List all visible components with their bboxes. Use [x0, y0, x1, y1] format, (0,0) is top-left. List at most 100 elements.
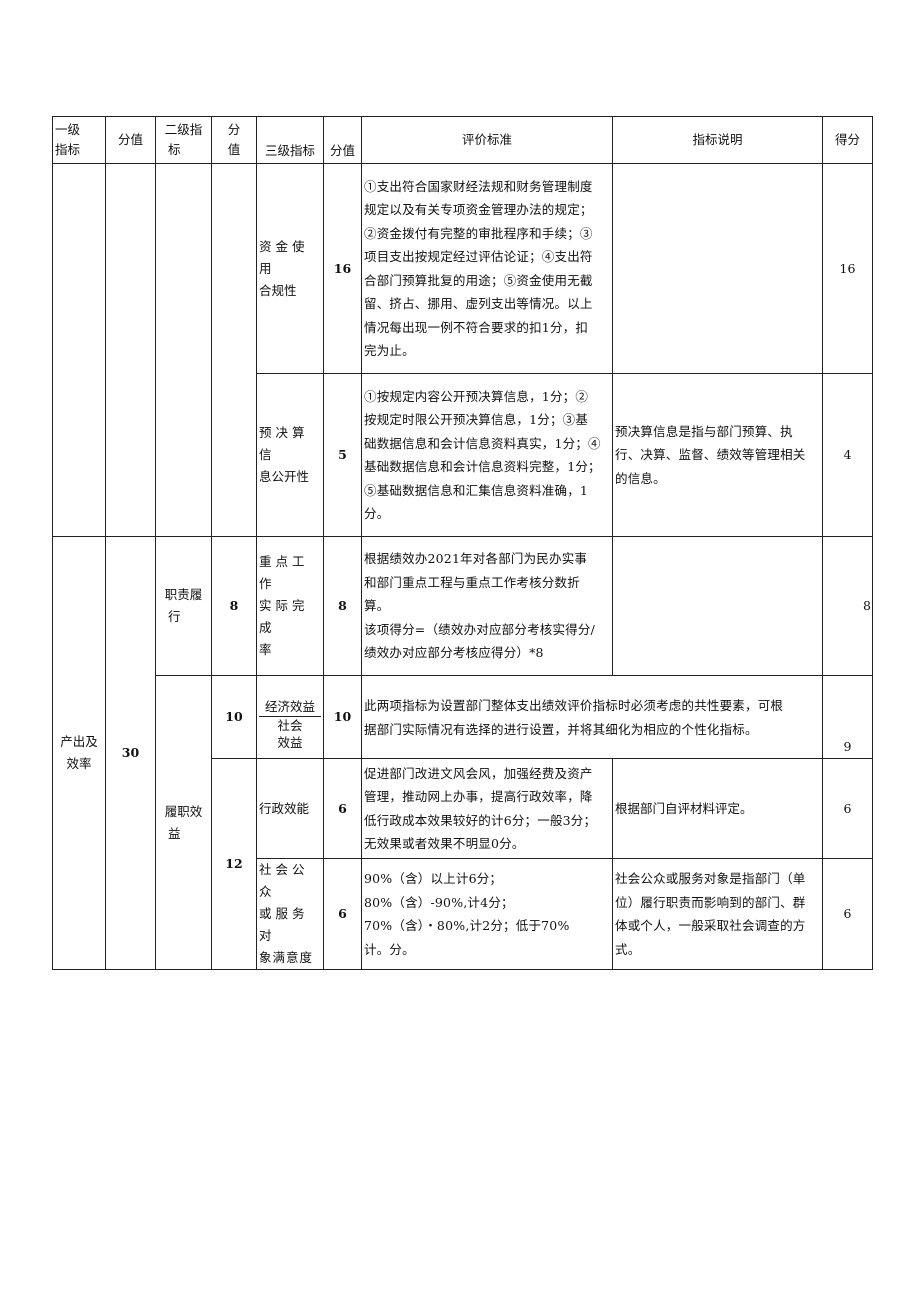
criteria-line: ⑤基础数据信息和汇集信息资料准确，1	[364, 482, 589, 498]
header-explain: 指标说明	[612, 116, 823, 164]
criteria-line: 项目支出按规定经过评估论证；④支出符	[364, 249, 593, 264]
level2-line: 履职效	[164, 803, 203, 819]
criteria-line: 基础数据信息和会计信息资料完整，1分；	[364, 459, 601, 474]
explain-cell: 社会公众或服务对象是指部门（单 位）履行职责而影响到的部门、群 体或个人，一般采…	[612, 858, 823, 970]
result-score: 6	[822, 858, 873, 970]
criteria-line: 促进部门改进文风会风，加强经费及资产	[364, 765, 593, 781]
level3-economic-benefit: 经济效益	[259, 684, 321, 717]
header-level1-line2: 指标	[55, 142, 81, 157]
criteria-line: 础数据信息和会计信息资料真实，1分；④	[364, 435, 601, 451]
header-score2-line1: 分	[227, 122, 241, 137]
score1-empty-cell	[105, 163, 156, 537]
criteria-cell-wide: 此两项指标为设置部门整体支出绩效评价指标时必须考虑的共性要素，可根 据部门实际情…	[361, 675, 823, 759]
header-level2-line2: 标	[168, 142, 181, 157]
level3-key-work-rate: 重点工作 实际完成 率	[256, 536, 324, 676]
criteria-line: 无效果或者效果不明显0分。	[364, 836, 525, 851]
criteria-line: 90%（含）以上计6分；	[364, 871, 503, 886]
criteria-line: 计。分。	[364, 941, 415, 957]
header-criteria: 评价标准	[361, 116, 613, 164]
evaluation-table: 一级 指标 分值 二级指 标 分 值 三级指标 分值 评价标准 指标说明 得分	[52, 116, 873, 970]
criteria-line: 按规定时限公开预决算信息，1分；③基	[364, 412, 589, 427]
level3-line: 社会公众	[259, 862, 309, 899]
explain-line: 位）履行职责而影响到的部门、群	[615, 894, 806, 910]
header-row: 一级 指标 分值 二级指 标 分 值 三级指标 分值 评价标准 指标说明 得分	[52, 116, 873, 164]
level2-duty-performance: 职责履 行	[155, 536, 212, 676]
header-result: 得分	[822, 116, 873, 164]
result-score: 4	[822, 373, 873, 537]
header-level1: 一级 指标	[52, 116, 106, 164]
level1-empty-cell	[52, 163, 106, 537]
level2-line: 行	[168, 609, 181, 624]
level2-performance-benefit: 履职效 益	[155, 675, 212, 970]
criteria-line: ①按规定内容公开预决算信息，1分；②	[364, 388, 589, 404]
level2-line: 益	[168, 825, 181, 841]
criteria-line: 合部门预算批复的用途；⑤资金使用无截	[364, 272, 593, 288]
criteria-cell: 根据绩效办2021年对各部门为民办实事 和部门重点工程与重点工作考核分数折 算。…	[361, 536, 613, 676]
header-level3: 三级指标	[256, 116, 324, 164]
score2-value: 10	[211, 675, 257, 759]
level3-line: 预决算信	[259, 425, 309, 462]
criteria-line: 该项得分=（绩效办对应部分考核实得分/	[364, 621, 595, 637]
level3-line: 象满意度	[259, 950, 314, 965]
table-row: 预决算信 息公开性 5 ①按规定内容公开预决算信息，1分；② 按规定时限公开预决…	[53, 373, 873, 537]
criteria-cell: 90%（含）以上计6分； 80%（含）-90%,计4分； 70%（含）・80%,…	[361, 858, 613, 970]
criteria-line: 绩效办对应部分考核应得分）*8	[364, 645, 544, 661]
explain-line: 预决算信息是指与部门预算、执	[615, 423, 793, 439]
level1-output-efficiency: 产出及 效率	[52, 536, 106, 970]
criteria-line: 管理，推动网上办事，提高行政效率，降	[364, 789, 593, 804]
explain-empty-cell	[612, 536, 823, 676]
header-score3: 分值	[323, 116, 362, 164]
criteria-line: ①支出符合国家财经法规和财务管理制度	[364, 178, 593, 194]
level3-line: 社会	[277, 717, 303, 733]
table-row: 资金使用 合规性 16 ①支出符合国家财经法规和财务管理制度 规定以及有关专项资…	[52, 163, 873, 537]
level1-line: 效率	[66, 756, 92, 771]
criteria-cell: ①按规定内容公开预决算信息，1分；② 按规定时限公开预决算信息，1分；③基 础数…	[361, 373, 613, 537]
header-level2-line1: 二级指	[164, 122, 203, 137]
level3-line: 效益	[277, 734, 303, 750]
score1-value: 30	[105, 536, 156, 970]
criteria-line: 算。	[364, 598, 390, 614]
table-row: 社会公众 或服务对 象满意度 6 90%（含）以上计6分； 80%（含）-90%…	[53, 858, 873, 970]
result-score: 8	[822, 536, 873, 676]
score3-value: 6	[323, 858, 362, 970]
explain-cell: 预决算信息是指与部门预算、执 行、决算、监督、绩效等管理相关 的信息。	[612, 373, 823, 537]
header-score2-line2: 值	[227, 142, 241, 157]
header-level1-line1: 一级	[55, 122, 81, 137]
explain-line: 的信息。	[615, 470, 666, 486]
table-row: 履职效 益 10 经济效益 社会 效益 10 此两项指标为设置部门整体支出绩效评…	[53, 675, 873, 970]
level3-admin-efficiency: 行政效能	[256, 758, 324, 859]
criteria-line: 据部门实际情况有选择的进行设置，并将其细化为相应的个性化指标。	[364, 721, 758, 737]
criteria-line: 和部门重点工程与重点工作考核分数折	[364, 574, 580, 590]
criteria-line: 完为止。	[364, 343, 415, 358]
level3-line: 合规性	[259, 282, 297, 298]
header-score1: 分值	[105, 116, 156, 164]
score3-value: 5	[323, 373, 362, 537]
criteria-line: 80%（含）-90%,计4分；	[364, 894, 514, 910]
header-level2: 二级指 标	[155, 116, 212, 164]
level2-empty-cell	[155, 163, 212, 537]
level3-line: 资金使用	[259, 238, 309, 276]
level3-split-cell: 经济效益 社会 效益	[256, 675, 324, 759]
explain-cell: 根据部门自评材料评定。	[612, 758, 823, 859]
score3-value: 8	[323, 536, 362, 676]
criteria-line: 分。	[364, 506, 390, 521]
criteria-cell: ①支出符合国家财经法规和财务管理制度 规定以及有关专项资金管理办法的规定； ②资…	[361, 163, 613, 374]
result-score: 6	[822, 758, 873, 859]
level3-line: 息公开性	[259, 469, 310, 484]
criteria-line: ②资金拨付有完整的审批程序和手续；③	[364, 225, 593, 241]
level3-public-satisfaction: 社会公众 或服务对 象满意度	[256, 858, 324, 970]
result-score: 16	[822, 163, 873, 374]
level3-social-benefit: 社会 效益	[259, 717, 321, 751]
score2-empty-cell	[211, 163, 257, 537]
criteria-line: 此两项指标为设置部门整体支出绩效评价指标时必须考虑的共性要素，可根	[364, 698, 784, 713]
level3-line: 或服务对	[259, 906, 309, 943]
explain-line: 社会公众或服务对象是指部门（单	[615, 871, 806, 886]
result-score: 9	[822, 675, 873, 759]
level1-line: 产出及	[60, 734, 98, 749]
level3-line: 实际完成	[259, 598, 309, 635]
level2-line: 职责履	[164, 587, 203, 602]
explain-line: 体或个人，一般采取社会调查的方	[615, 918, 806, 933]
header-score2: 分 值	[211, 116, 257, 164]
table-row: 产出及 效率 30 职责履 行 8 重点工作 实际完成 率 8 根据绩效办202…	[52, 536, 873, 970]
